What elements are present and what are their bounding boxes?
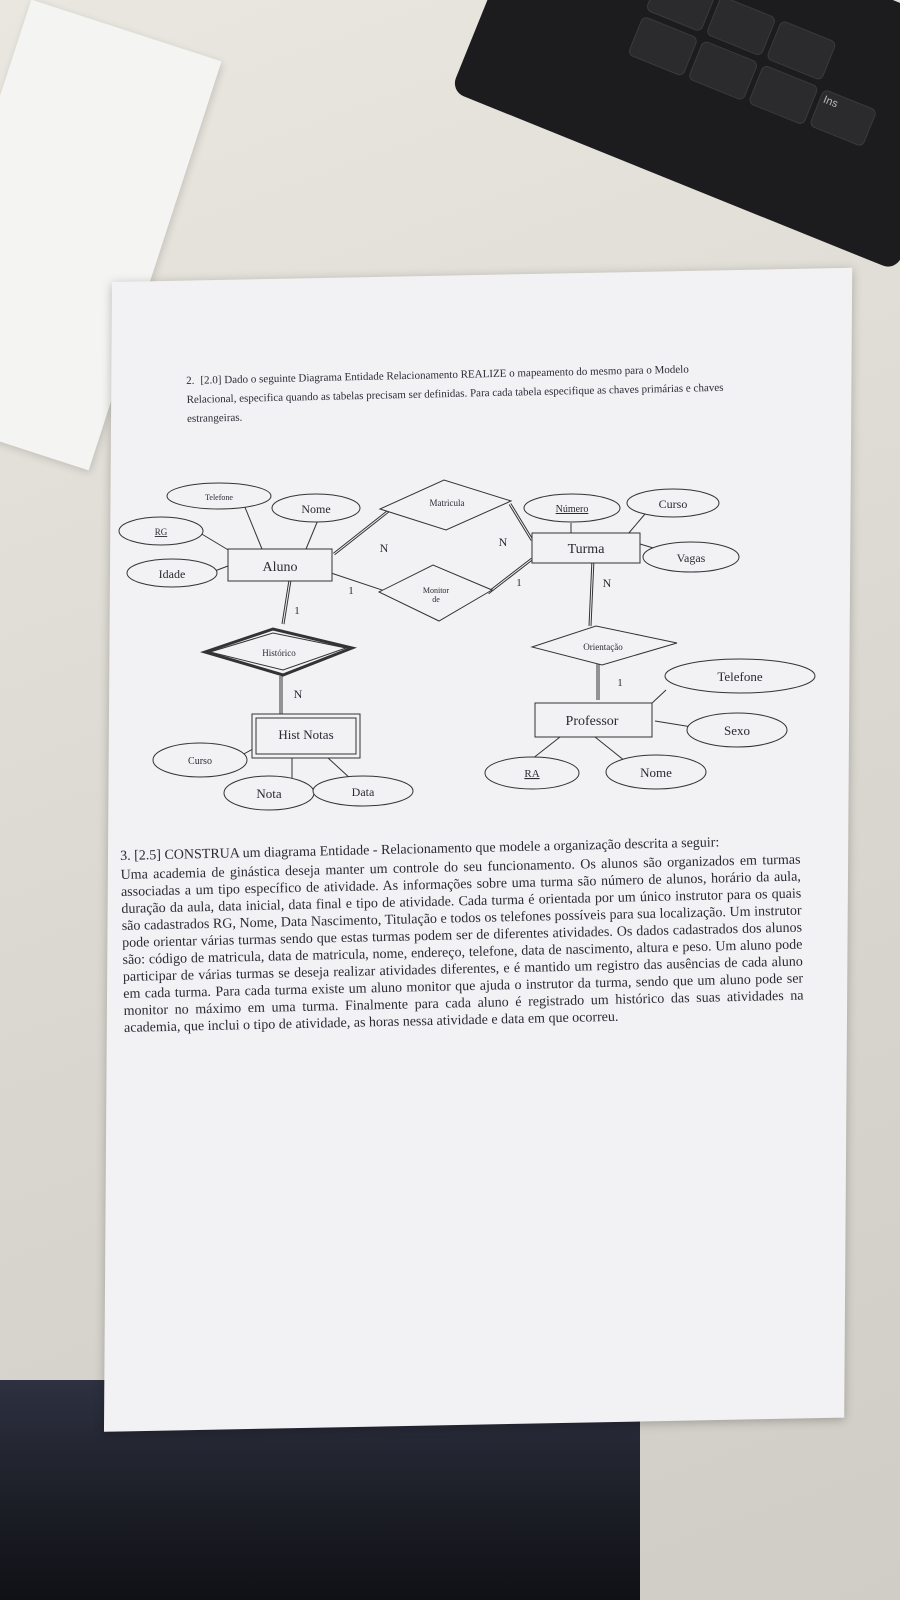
entity-aluno-label: Aluno [263,560,298,575]
attr-prof-ra-label: RA [524,768,539,780]
relationship-matricula [378,479,513,531]
card-orientacao-turma: N [603,576,612,590]
attr-turma-numero-label: Número [556,504,589,515]
attr-turma-curso-label: Curso [659,497,688,511]
entity-turma-box [531,532,641,564]
relationship-matricula-label: Matricula [430,498,465,508]
attr-turma-numero [523,493,621,523]
entity-professor-box [534,702,653,738]
attr-prof-nome-label: Nome [640,765,672,780]
card-historico-aluno: 1 [294,605,300,617]
card-historico-hist: N [294,687,303,701]
attr-aluno-rg [118,516,204,546]
question-3-body: Uma academia de ginástica deseja manter … [120,852,804,1036]
card-monitor-aluno: 1 [348,585,354,597]
relationship-orientacao-label: Orientação [583,642,623,652]
relationship-historico-inner [208,632,348,671]
attr-turma-vagas-label: Vagas [677,551,706,565]
attr-turma-curso [626,488,720,518]
attr-aluno-nome-label: Nome [301,502,330,516]
attr-hist-curso-label: Curso [188,756,212,767]
attr-prof-sexo-label: Sexo [724,723,750,738]
relationship-historico-label: Histórico [262,648,296,658]
attr-hist-data-label: Data [352,785,375,799]
attr-prof-telefone-label: Telefone [717,669,763,684]
card-matricula-aluno: N [380,541,389,555]
relationship-orientacao [530,625,678,666]
attr-prof-sexo [686,712,788,748]
entity-turma-label: Turma [568,542,606,557]
attr-aluno-telefone [166,482,272,510]
attr-prof-ra [484,756,580,790]
entity-hist-notas-inner [255,717,357,755]
card-matricula-turma: N [499,535,508,549]
attr-prof-telefone [664,658,816,694]
entity-professor-label: Professor [566,714,619,729]
relationship-monitor [377,564,494,622]
question-3: 3. [2.5] CONSTRUA um diagrama Entidade -… [120,833,804,1037]
attr-hist-nota-label: Nota [256,786,282,801]
attr-prof-nome [605,754,707,790]
attr-aluno-nome [271,493,361,523]
attr-aluno-idade-label: Idade [159,567,186,581]
attr-hist-data [312,775,414,807]
card-monitor-turma: 1 [516,577,522,589]
entity-aluno-box [227,548,333,582]
attr-aluno-telefone-label: Telefone [205,493,233,502]
entity-hist-notas-label: Hist Notas [278,727,333,742]
card-orientacao-prof: 1 [617,677,623,689]
attr-aluno-idade [126,558,218,588]
attr-aluno-rg-label: RG [155,527,168,537]
attr-turma-vagas [642,541,740,573]
attr-hist-curso [152,742,248,778]
